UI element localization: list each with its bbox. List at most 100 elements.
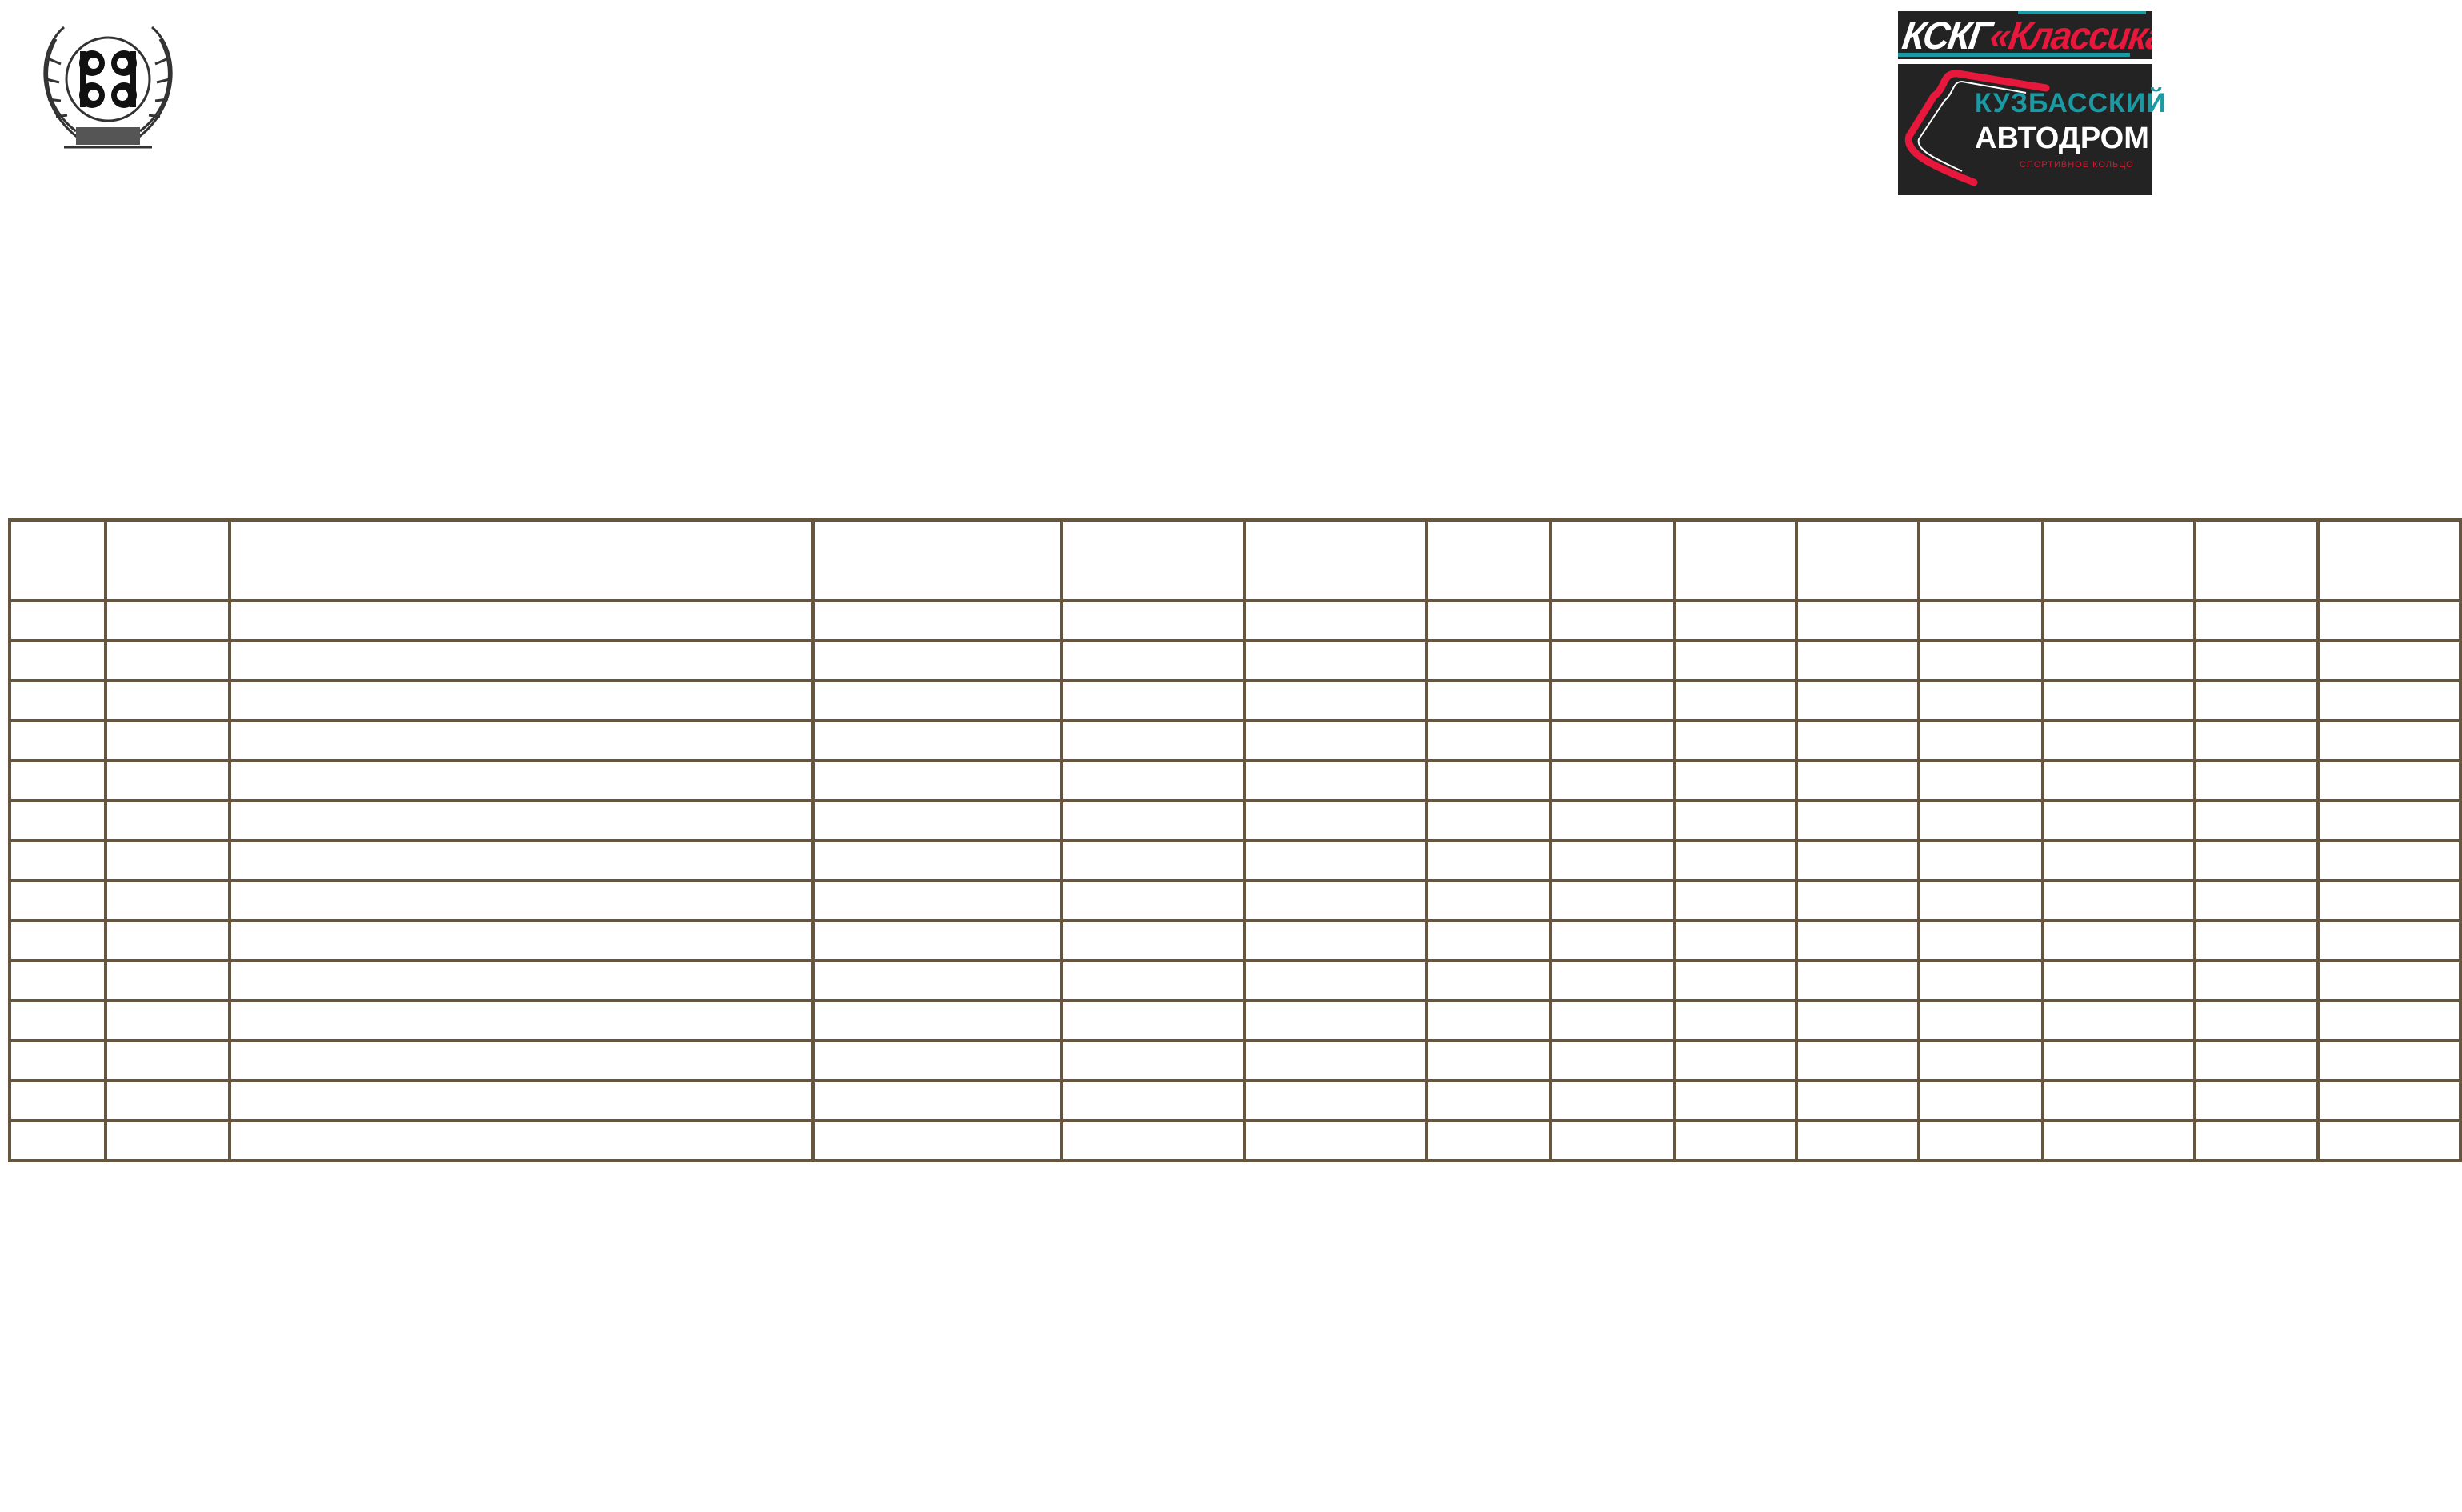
table-cell — [1548, 879, 1676, 922]
table-cell — [1060, 879, 1246, 922]
table-cell — [1917, 1079, 2045, 1122]
table-cell — [1795, 1079, 1921, 1122]
table-cell — [1060, 1119, 1246, 1162]
table-cell — [8, 1119, 107, 1162]
table-cell — [1917, 959, 2045, 1002]
table-cell — [1917, 999, 2045, 1042]
table-cell — [2193, 959, 2320, 1002]
table-cell — [1060, 999, 1246, 1042]
table-cell — [1795, 1039, 1921, 1082]
table-cell — [811, 999, 1064, 1042]
table-cell — [2041, 999, 2197, 1042]
table-cell — [1424, 879, 1552, 922]
table-cell — [1242, 1119, 1428, 1162]
table-cell — [1548, 839, 1676, 882]
table-cell — [227, 1039, 815, 1082]
table-cell — [2193, 839, 2320, 882]
table-cell — [811, 799, 1064, 842]
table-cell — [2193, 1119, 2320, 1162]
table-cell — [8, 719, 107, 762]
table-header-cell — [2041, 518, 2197, 602]
results-table — [8, 518, 2462, 1162]
table-cell — [2316, 959, 2462, 1002]
table-cell — [1548, 1039, 1676, 1082]
table-cell — [1795, 759, 1921, 802]
table-cell — [227, 1119, 815, 1162]
table-cell — [1672, 1079, 1799, 1122]
table-row — [8, 679, 2462, 722]
table-cell — [1795, 919, 1921, 962]
table-cell — [1242, 679, 1428, 722]
table-cell — [103, 679, 231, 722]
table-cell — [1548, 1079, 1676, 1122]
table-cell — [227, 959, 815, 1002]
table-cell — [1242, 919, 1428, 962]
table-cell — [227, 599, 815, 642]
table-cell — [2193, 799, 2320, 842]
table-row — [8, 719, 2462, 762]
table-cell — [8, 759, 107, 802]
table-cell — [1548, 919, 1676, 962]
table-cell — [1060, 599, 1246, 642]
table-header-cell — [2316, 518, 2462, 602]
table-cell — [1060, 959, 1246, 1002]
table-cell — [1060, 799, 1246, 842]
table-cell — [1242, 639, 1428, 682]
table-row — [8, 879, 2462, 922]
table-cell — [2041, 839, 2197, 882]
table-cell — [1917, 879, 2045, 922]
table-cell — [2316, 999, 2462, 1042]
table-cell — [227, 719, 815, 762]
table-row — [8, 759, 2462, 802]
table-cell — [2316, 1039, 2462, 1082]
table-cell — [103, 799, 231, 842]
table-cell — [1917, 639, 2045, 682]
table-cell — [2041, 1119, 2197, 1162]
table-cell — [2316, 839, 2462, 882]
table-cell — [2193, 1039, 2320, 1082]
table-cell — [1548, 799, 1676, 842]
kskg-klassika-banner: КСКГ«Классика» — [1898, 11, 2152, 59]
table-cell — [103, 839, 231, 882]
table-cell — [1917, 839, 2045, 882]
table-cell — [227, 679, 815, 722]
table-cell — [2316, 719, 2462, 762]
table-header-cell — [2193, 518, 2320, 602]
table-cell — [8, 799, 107, 842]
table-cell — [1424, 839, 1552, 882]
table-header-cell — [227, 518, 815, 602]
table-header-cell — [1917, 518, 2045, 602]
table-cell — [811, 719, 1064, 762]
table-cell — [103, 719, 231, 762]
table-cell — [811, 919, 1064, 962]
table-row — [8, 1079, 2462, 1122]
table-cell — [8, 679, 107, 722]
table-cell — [2193, 719, 2320, 762]
table-cell — [1795, 719, 1921, 762]
table-cell — [1548, 599, 1676, 642]
table-cell — [1242, 719, 1428, 762]
table-cell — [1242, 799, 1428, 842]
table-cell — [1060, 759, 1246, 802]
table-row — [8, 839, 2462, 882]
table-cell — [227, 759, 815, 802]
table-cell — [1672, 919, 1799, 962]
table-cell — [1917, 759, 2045, 802]
table-cell — [1795, 839, 1921, 882]
table-cell — [2316, 1119, 2462, 1162]
table-row — [8, 919, 2462, 962]
table-cell — [2316, 679, 2462, 722]
table-cell — [227, 919, 815, 962]
table-cell — [811, 679, 1064, 722]
table-cell — [1795, 1119, 1921, 1162]
table-cell — [1424, 919, 1552, 962]
table-header-cell — [1548, 518, 1676, 602]
table-cell — [1548, 999, 1676, 1042]
table-cell — [2193, 679, 2320, 722]
table-cell — [1672, 719, 1799, 762]
table-cell — [2316, 759, 2462, 802]
table-cell — [1242, 959, 1428, 1002]
table-cell — [1795, 639, 1921, 682]
table-cell — [811, 879, 1064, 922]
table-header-cell — [1795, 518, 1921, 602]
